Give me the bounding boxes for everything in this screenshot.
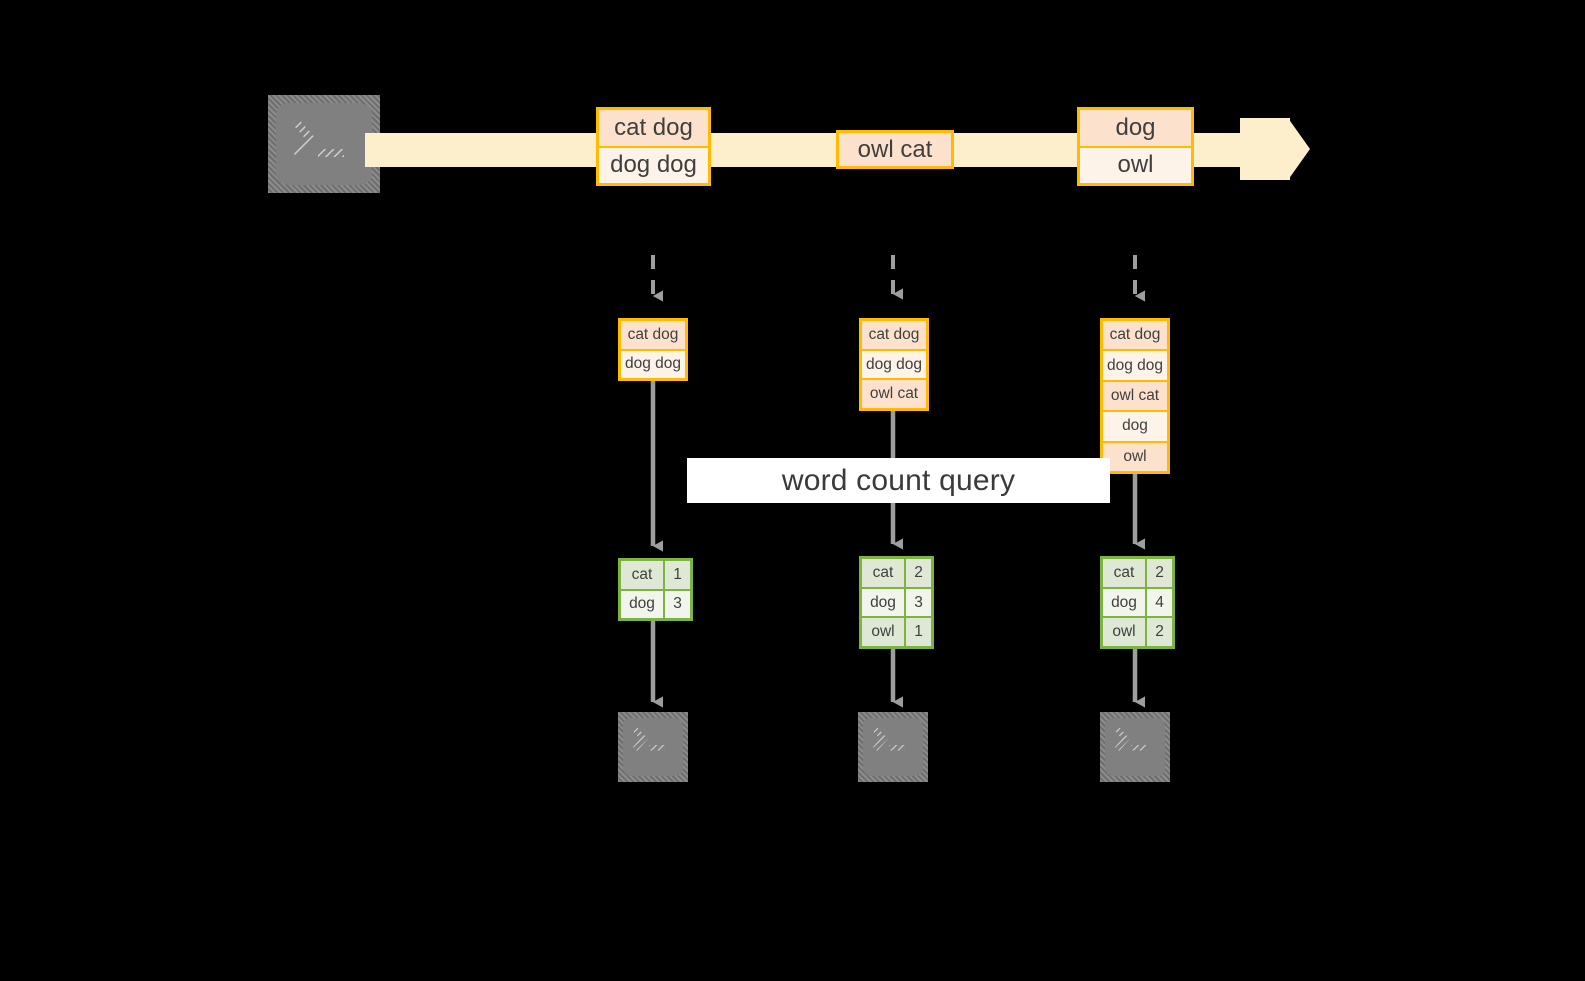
result-word: cat: [621, 561, 665, 589]
result-count: 2: [906, 559, 931, 587]
result-table-1[interactable]: cat 1 dog 3: [618, 558, 693, 621]
terminal-body: [275, 102, 373, 186]
terminal-prompt-glyph: [292, 118, 344, 158]
snapshot-input-line: owl cat: [862, 380, 926, 409]
result-count: 1: [665, 561, 690, 589]
result-word: dog: [862, 588, 906, 617]
stream-event-line: dog: [1080, 110, 1191, 148]
snapshot-input-line: owl cat: [1103, 381, 1167, 413]
result-count: 3: [906, 588, 931, 617]
snapshot-input-2[interactable]: cat dog dog dog owl cat: [859, 318, 929, 411]
result-count: 2: [1147, 559, 1172, 587]
table-row: owl 2: [1103, 618, 1172, 647]
snapshot-input-line: owl: [1103, 442, 1167, 472]
stream-event-3[interactable]: dog owl: [1077, 107, 1194, 186]
terminal-prompt-glyph: [632, 727, 665, 751]
terminal-icon-sink-1: [618, 712, 688, 782]
result-word: cat: [862, 559, 906, 587]
result-word: dog: [1103, 588, 1147, 617]
stream-event-line: owl: [1080, 147, 1191, 183]
table-row: dog 4: [1103, 588, 1172, 619]
stream-arrowhead: [1288, 118, 1310, 180]
table-row: dog 3: [621, 590, 690, 618]
stream-event-2[interactable]: owl cat: [836, 130, 954, 169]
stream-event-line: dog dog: [599, 147, 708, 183]
snapshot-input-line: cat dog: [1103, 321, 1167, 352]
result-table-2[interactable]: cat 2 dog 3 owl 1: [859, 556, 934, 649]
snapshot-input-line: dog dog: [1103, 351, 1167, 382]
snapshot-input-line: dog dog: [621, 350, 685, 378]
result-count: 3: [665, 590, 690, 618]
snapshot-input-line: cat dog: [621, 321, 685, 351]
snapshot-input-line: dog: [1103, 412, 1167, 443]
result-word: owl: [862, 618, 906, 647]
result-count: 4: [1147, 588, 1172, 617]
table-row: dog 3: [862, 588, 931, 619]
stream-event-1[interactable]: cat dog dog dog: [596, 107, 711, 186]
terminal-icon-sink-2: [858, 712, 928, 782]
terminal-icon-sink-3: [1100, 712, 1170, 782]
table-row: cat 1: [621, 561, 690, 591]
table-row: cat 2: [862, 559, 931, 589]
snapshot-input-line: dog dog: [862, 350, 926, 381]
snapshot-input-3[interactable]: cat dog dog dog owl cat dog owl: [1100, 318, 1170, 474]
table-row: owl 1: [862, 618, 931, 647]
stream-arrowhead-shoulder: [1240, 118, 1290, 180]
terminal-prompt-glyph: [872, 727, 905, 751]
result-table-3[interactable]: cat 2 dog 4 owl 2: [1100, 556, 1175, 649]
stream-event-line: cat dog: [599, 110, 708, 148]
table-row: cat 2: [1103, 559, 1172, 589]
result-word: dog: [621, 590, 665, 618]
result-count: 1: [906, 618, 931, 647]
snapshot-input-1[interactable]: cat dog dog dog: [618, 318, 688, 381]
stream-event-line: owl cat: [839, 133, 951, 166]
query-label: word count query: [687, 458, 1110, 503]
terminal-prompt-glyph: [1114, 727, 1147, 751]
snapshot-input-line: cat dog: [862, 321, 926, 351]
result-count: 2: [1147, 618, 1172, 647]
result-word: owl: [1103, 618, 1147, 647]
terminal-icon-source: [268, 95, 380, 193]
result-word: cat: [1103, 559, 1147, 587]
